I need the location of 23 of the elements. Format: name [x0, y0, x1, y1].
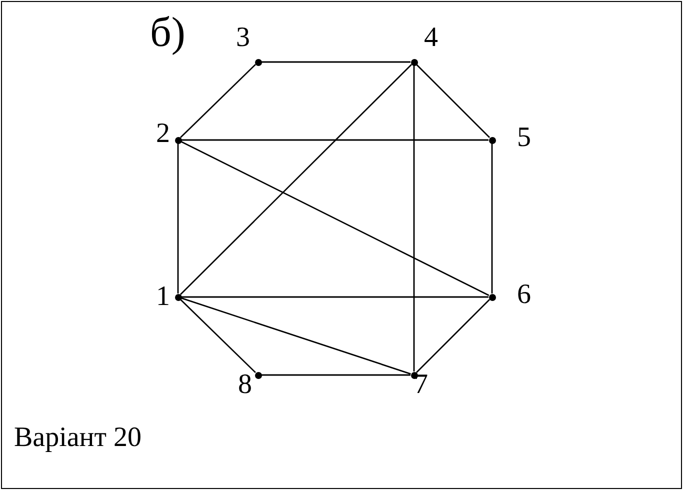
- graph-edge: [416, 64, 490, 138]
- graph-edge: [182, 296, 488, 298]
- graph-edge: [180, 64, 412, 296]
- graph-edge: [181, 297, 411, 375]
- vertex-number: 2: [156, 120, 170, 148]
- graph-edge: [180, 140, 490, 296]
- vertex-number: 6: [517, 281, 531, 309]
- vertex-number: 3: [236, 24, 250, 52]
- vertex-number: 8: [238, 371, 252, 399]
- graph-edge: [416, 298, 490, 374]
- graph-edge: [413, 66, 415, 372]
- vertex-number: 5: [517, 124, 531, 152]
- part-label: б): [150, 12, 186, 54]
- caption: Варіант 20: [14, 424, 142, 452]
- vertex-number: 1: [156, 283, 170, 311]
- graph-edge: [491, 144, 493, 294]
- graph-edge: [180, 64, 256, 138]
- graph-edge: [177, 144, 179, 294]
- graph-edge: [262, 374, 410, 376]
- vertex-number: 4: [424, 24, 438, 52]
- graph-edge: [262, 61, 410, 63]
- graph-edge: [182, 139, 488, 141]
- graph-edge: [180, 298, 256, 374]
